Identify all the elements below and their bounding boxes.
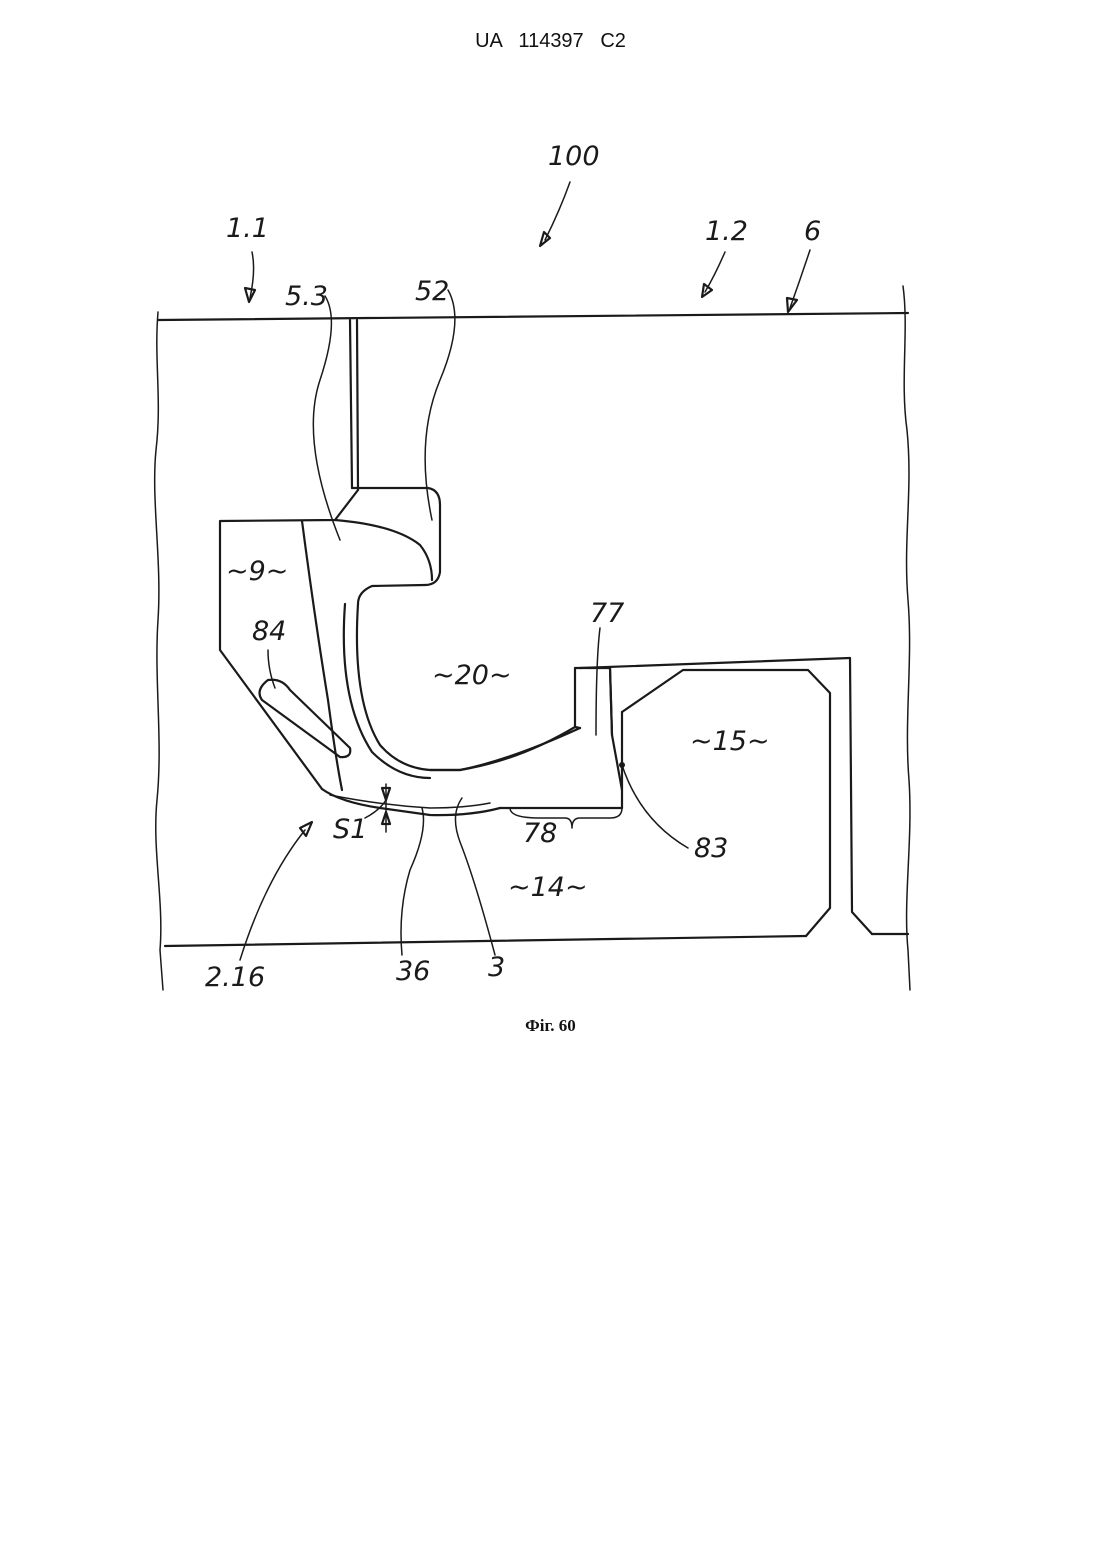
label-5-3: 5.3 xyxy=(285,281,328,312)
label-77: 77 xyxy=(590,598,624,629)
label-1-2: 1.2 xyxy=(705,216,748,247)
figure-caption: Фіг. 60 xyxy=(0,1016,1101,1036)
label-100: 100 xyxy=(548,141,600,172)
label-83: 83 xyxy=(694,833,728,864)
label-20: ~20~ xyxy=(432,660,512,691)
label-36: 36 xyxy=(396,956,430,987)
label-84: 84 xyxy=(252,616,286,647)
label-1-1: 1.1 xyxy=(226,213,269,244)
label-6: 6 xyxy=(804,216,821,247)
label-9: ~9~ xyxy=(226,556,288,587)
label-3: 3 xyxy=(488,952,505,983)
label-s1: S1 xyxy=(333,814,367,845)
label-78: 78 xyxy=(523,818,557,849)
label-52: 52 xyxy=(415,276,449,307)
label-15: ~15~ xyxy=(690,726,770,757)
lower-panel-profile xyxy=(430,658,872,936)
label-2-16: 2.16 xyxy=(205,962,265,993)
label-14: ~14~ xyxy=(508,872,588,903)
